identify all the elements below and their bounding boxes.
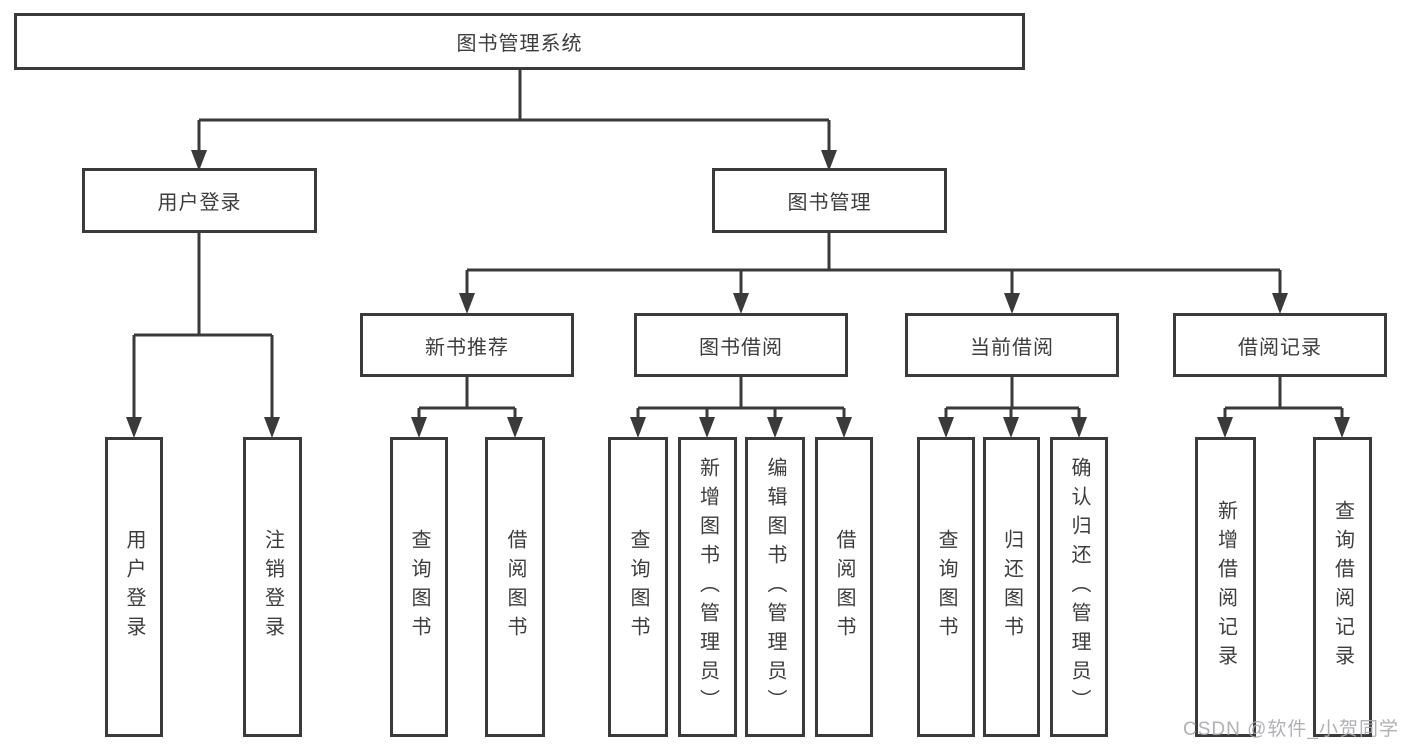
leaf-return-books: 归还图书 xyxy=(983,437,1040,737)
leaf-query-borrow-record-label: 查询借阅记录 xyxy=(1331,500,1354,674)
leaf-return-books-label: 归还图书 xyxy=(1000,529,1023,645)
watermark: CSDN @软件_小贺同学 xyxy=(1183,719,1399,740)
node-root-label: 图书管理系统 xyxy=(456,33,583,55)
leaf-add-books-admin: 新增图书（管理员） xyxy=(678,437,737,737)
node-book-borrowing-label: 图书借阅 xyxy=(699,336,783,359)
node-book-borrowing: 图书借阅 xyxy=(634,313,848,377)
leaf-query-books-borrowing: 查询图书 xyxy=(608,437,668,737)
node-borrow-records: 借阅记录 xyxy=(1173,313,1387,377)
leaf-borrow-books: 借阅图书 xyxy=(815,437,873,737)
connector-arrowheads xyxy=(126,150,1350,438)
node-book-management: 图书管理 xyxy=(712,168,947,233)
leaf-user-login-label: 用户登录 xyxy=(123,529,145,645)
leaf-query-books-borrowing-label: 查询图书 xyxy=(627,529,649,645)
leaf-add-borrow-record: 新增借阅记录 xyxy=(1195,437,1256,737)
node-borrow-records-label: 借阅记录 xyxy=(1238,336,1322,359)
leaf-confirm-return-admin: 确认归还（管理员） xyxy=(1050,437,1108,737)
node-new-book-recommend-label: 新书推荐 xyxy=(425,336,509,359)
leaf-logout-label: 注销登录 xyxy=(261,529,284,645)
leaf-borrow-books-recommend: 借阅图书 xyxy=(485,437,545,737)
node-book-management-label: 图书管理 xyxy=(787,192,872,214)
leaf-edit-books-admin-label: 编辑图书（管理员） xyxy=(764,456,786,718)
leaf-user-login: 用户登录 xyxy=(105,437,163,737)
leaf-query-books-current-label: 查询图书 xyxy=(935,529,957,645)
leaf-logout: 注销登录 xyxy=(243,437,302,737)
leaf-borrow-books-label: 借阅图书 xyxy=(833,529,855,645)
node-new-book-recommend: 新书推荐 xyxy=(360,313,574,377)
leaf-query-books-current: 查询图书 xyxy=(917,437,975,737)
leaf-edit-books-admin: 编辑图书（管理员） xyxy=(745,437,805,737)
leaf-confirm-return-admin-label: 确认归还（管理员） xyxy=(1068,456,1090,718)
leaf-add-books-admin-label: 新增图书（管理员） xyxy=(696,456,719,718)
node-user-login: 用户登录 xyxy=(82,168,317,233)
node-current-borrowing-label: 当前借阅 xyxy=(970,336,1054,359)
node-current-borrowing: 当前借阅 xyxy=(905,313,1119,377)
leaf-query-borrow-record: 查询借阅记录 xyxy=(1313,437,1372,737)
node-root: 图书管理系统 xyxy=(14,13,1025,70)
leaf-query-books-recommend: 查询图书 xyxy=(390,437,448,737)
leaf-add-borrow-record-label: 新增借阅记录 xyxy=(1214,500,1237,674)
connector-lines xyxy=(132,70,1344,421)
leaf-query-books-recommend-label: 查询图书 xyxy=(408,529,430,645)
leaf-borrow-books-recommend-label: 借阅图书 xyxy=(504,529,526,645)
node-user-login-label: 用户登录 xyxy=(157,192,242,214)
